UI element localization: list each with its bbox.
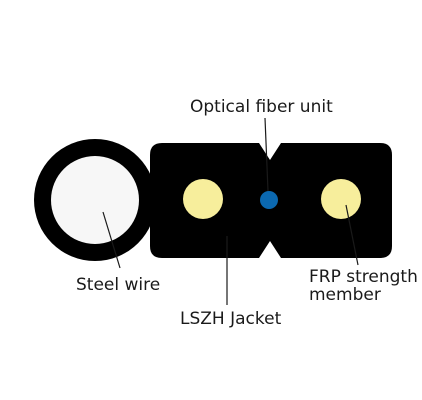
steel-wire-core — [51, 156, 139, 244]
frp-strength-member-right — [321, 179, 361, 219]
leader-line-optical-fiber — [264, 117, 269, 192]
frp-strength-member-left — [183, 179, 223, 219]
leader-line-steel-wire — [102, 211, 121, 269]
frp-strength-member-label-line1: FRP strength — [309, 267, 418, 287]
frp-strength-member-label-line2: member — [309, 285, 381, 305]
leader-line-frp-strength-member — [345, 204, 359, 266]
steel-wire-label: Steel wire — [76, 275, 161, 295]
optical-fiber — [260, 191, 278, 209]
optical-fiber-unit-label: Optical fiber unit — [190, 97, 333, 117]
lszh-jacket-label: LSZH Jacket — [180, 309, 282, 329]
